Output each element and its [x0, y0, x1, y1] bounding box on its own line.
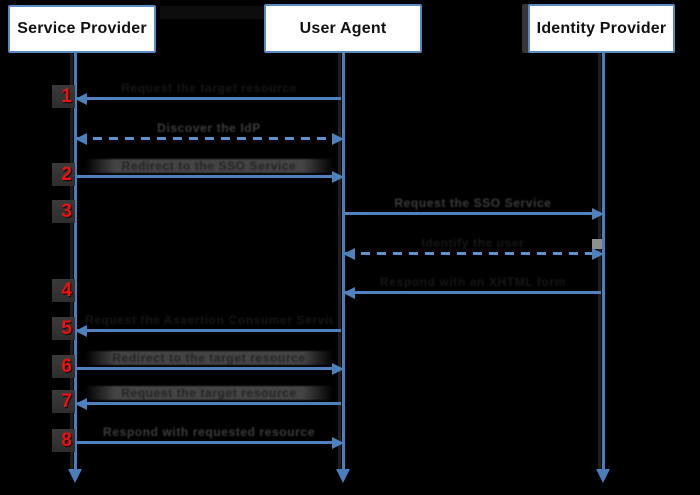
message-label: Redirect to the SSO Service	[85, 159, 333, 173]
step-number-badge: 3	[52, 200, 75, 223]
message-label: Request the SSO Service	[394, 196, 552, 210]
actor-box-service-provider: Service Provider	[8, 5, 156, 53]
arrowhead-left-icon	[75, 132, 87, 145]
step-number-badge: 6	[52, 355, 75, 378]
message-label: Request the target resource	[85, 386, 333, 400]
arrowhead-right-icon	[332, 132, 344, 145]
arrowhead-right-icon	[592, 247, 604, 260]
gray-chip-artifact	[592, 239, 602, 249]
lifeline-identity-provider	[602, 52, 605, 471]
lifeline-arrow-down-icon	[68, 469, 82, 483]
arrowhead-right-icon	[332, 436, 344, 449]
message-line	[345, 252, 601, 255]
arrowhead-left-icon	[75, 92, 87, 105]
message-label: Respond with an XHTML form	[379, 275, 567, 289]
step-number-badge: 1	[52, 85, 75, 108]
message-label: Request the target resource	[121, 81, 297, 95]
message-label: Request the Assertion Consumer Service	[85, 313, 333, 327]
lifeline-user-agent	[342, 52, 345, 471]
message-line	[345, 291, 601, 294]
step-number-badge: 7	[52, 390, 75, 413]
lifeline-arrow-down-icon	[336, 469, 350, 483]
lifeline-service-provider	[74, 52, 77, 471]
message-line	[77, 402, 341, 405]
message-line	[77, 97, 341, 100]
message-label: Redirect to the target resource	[85, 351, 333, 365]
step-number-badge: 4	[52, 279, 75, 302]
actor-label-service-provider: Service Provider	[17, 20, 147, 37]
message-line	[345, 212, 601, 215]
message-line	[77, 441, 341, 444]
message-line	[77, 137, 341, 140]
message-label: Respond with requested resource	[103, 425, 315, 439]
arrowhead-left-icon	[75, 324, 87, 337]
arrowhead-right-icon	[592, 207, 604, 220]
arrowhead-left-icon	[75, 397, 87, 410]
step-number-badge: 2	[52, 163, 75, 186]
arrowhead-right-icon	[332, 170, 344, 183]
message-label: Discover the IdP	[157, 121, 261, 135]
actor-box-user-agent: User Agent	[264, 4, 422, 53]
arrowhead-left-icon	[343, 286, 355, 299]
actor-label-identity-provider: Identity Provider	[536, 19, 667, 37]
message-line	[77, 367, 341, 370]
message-line	[77, 175, 341, 178]
message-label: Identify the user	[421, 236, 525, 250]
step-number-badge: 8	[52, 429, 75, 452]
arrowhead-left-icon	[343, 247, 355, 260]
actor-label-user-agent: User Agent	[299, 19, 387, 37]
step-number-badge: 5	[52, 317, 75, 340]
message-line	[77, 329, 341, 332]
arrowhead-right-icon	[332, 362, 344, 375]
actor-box-identity-provider: Identity Provider	[528, 4, 675, 53]
smudge-artifact	[160, 6, 268, 19]
lifeline-arrow-down-icon	[596, 469, 610, 483]
